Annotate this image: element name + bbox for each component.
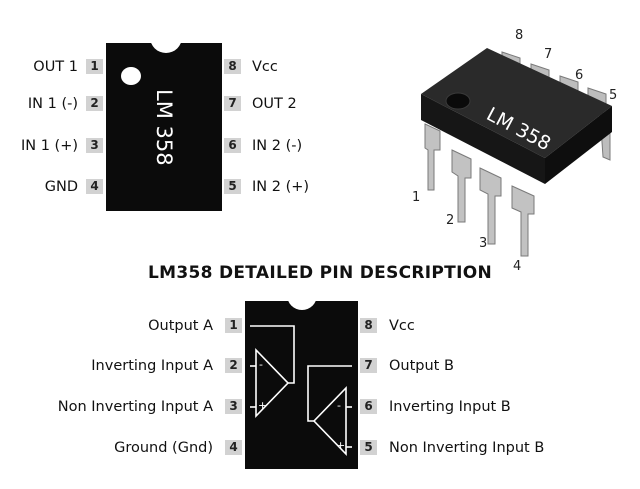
opamp-a-plus-sign: + <box>258 399 268 412</box>
package-pin1-dot <box>445 92 471 110</box>
lead-4 <box>511 185 535 257</box>
bottom-label-output-b: Output B <box>389 358 454 374</box>
bottom-pin-6: 6 <box>360 399 377 414</box>
bottom-label-ground: Ground (Gnd) <box>114 440 213 456</box>
diagram-title: LM358 DETAILED PIN DESCRIPTION <box>148 263 492 283</box>
bottom-pin-8: 8 <box>360 318 377 333</box>
bottom-pin-7: 7 <box>360 358 377 373</box>
package-pin-number-5: 5 <box>609 88 618 103</box>
package-pin-number-1: 1 <box>412 190 421 205</box>
top-label-gnd: GND <box>44 179 78 195</box>
top-label-out2: OUT 2 <box>252 96 297 112</box>
top-chip-notch <box>150 31 182 53</box>
package-pin-number-4: 4 <box>513 259 522 274</box>
top-label-in1-neg: IN 1 (-) <box>27 96 78 112</box>
top-pin-6: 6 <box>224 138 241 153</box>
top-label-vcc: Vcc <box>252 59 278 75</box>
bottom-pin-5: 5 <box>360 440 377 455</box>
opamp-a-triangle <box>255 348 290 418</box>
bottom-pin-2: 2 <box>225 358 242 373</box>
top-chip-dot <box>121 67 141 85</box>
lead-1 <box>424 123 441 191</box>
bottom-chip-notch <box>287 290 317 310</box>
bottom-pin-4: 4 <box>225 440 242 455</box>
bottom-label-inverting-input-a: Inverting Input A <box>91 358 213 374</box>
package-front-leads <box>424 123 535 257</box>
package-pin-number-2: 2 <box>446 213 455 228</box>
bottom-pin-3: 3 <box>225 399 242 414</box>
top-label-out1: OUT 1 <box>33 59 78 75</box>
opamp-b-output-wire <box>307 365 352 422</box>
package-pin-number-6: 6 <box>575 68 584 83</box>
top-pin-5: 5 <box>224 179 241 194</box>
opamp-b-plus-sign: + <box>336 439 346 452</box>
top-label-in1-pos: IN 1 (+) <box>20 138 78 154</box>
lead-3 <box>479 167 502 245</box>
package-body <box>421 48 612 184</box>
opamp-a-minus-sign: - <box>259 358 263 371</box>
top-pin-2: 2 <box>86 96 103 111</box>
opamp-a-output-wire <box>250 325 295 384</box>
top-pin-3: 3 <box>86 138 103 153</box>
opamp-b-minus-sign: - <box>337 399 341 412</box>
top-pin-1: 1 <box>86 59 103 74</box>
package-pin-number-3: 3 <box>479 236 488 251</box>
bottom-pin-1: 1 <box>225 318 242 333</box>
bottom-label-vcc: Vcc <box>389 318 415 334</box>
top-pin-7: 7 <box>224 96 241 111</box>
package-pin-number-7: 7 <box>544 47 553 62</box>
bottom-chip-body <box>245 301 358 469</box>
lead-2 <box>451 149 472 223</box>
bottom-label-noninverting-input-b: Non Inverting Input B <box>389 440 545 456</box>
bottom-label-inverting-input-b: Inverting Input B <box>389 399 511 415</box>
top-label-in2-pos: IN 2 (+) <box>252 179 310 195</box>
top-pin-4: 4 <box>86 179 103 194</box>
opamp-b-triangle <box>312 386 347 456</box>
bottom-label-noninverting-input-a: Non Inverting Input A <box>57 399 213 415</box>
top-label-in2-neg: IN 2 (-) <box>252 138 303 154</box>
bottom-label-output-a: Output A <box>148 318 213 334</box>
top-pin-8: 8 <box>224 59 241 74</box>
package-pin-number-8: 8 <box>515 28 524 43</box>
